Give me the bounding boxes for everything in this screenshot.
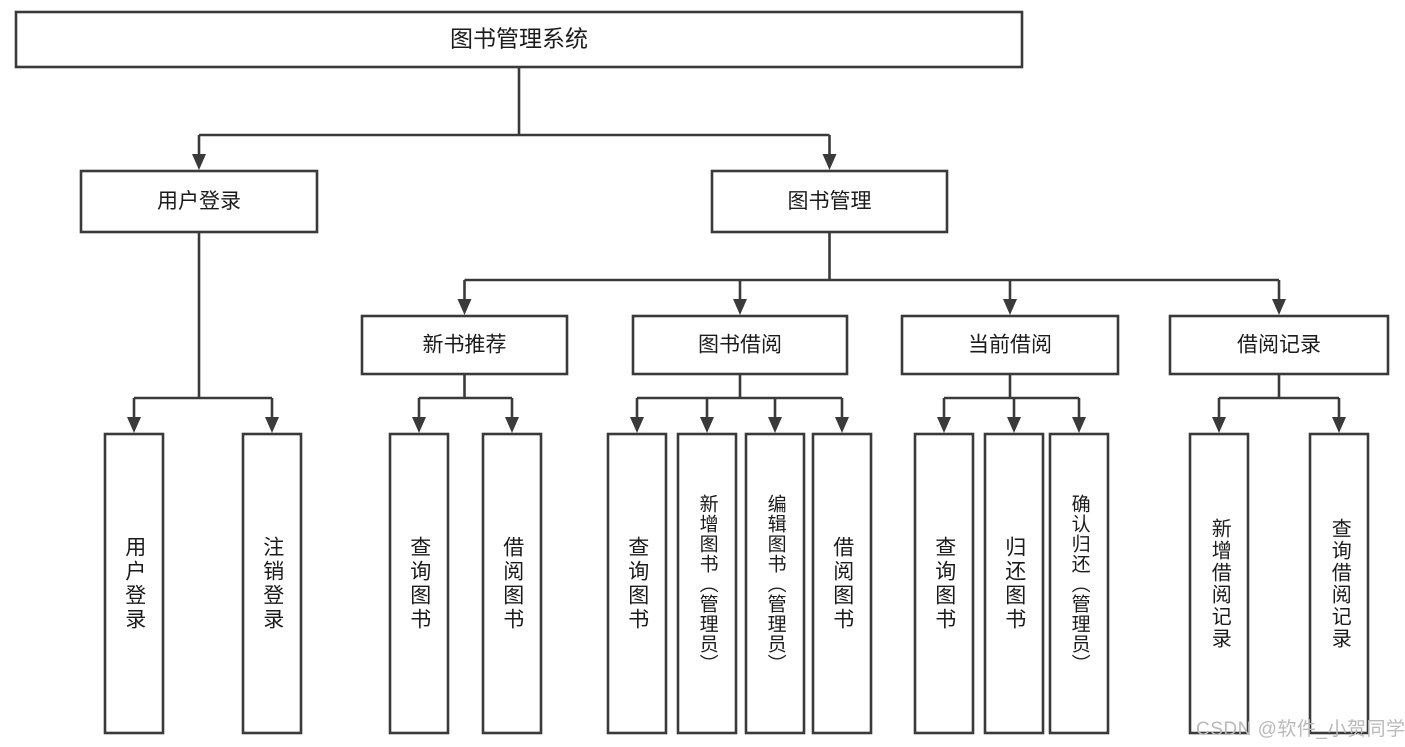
- leaf-box-新增图书管理员-5[interactable]: [676, 432, 738, 735]
- newbook-to-leaves-arrowhead-1: [505, 417, 519, 433]
- level3-label-当前借阅-2: 当前借阅: [968, 334, 1052, 357]
- records-to-leaves-arrowhead-1: [1332, 417, 1346, 433]
- connectors-layer: [127, 67, 1346, 433]
- watermark-text: CSDN @软件_小贺同学: [1196, 719, 1405, 740]
- leaf-box-查询借阅记录-12[interactable]: [1308, 432, 1370, 735]
- level3-label-图书借阅-1: 图书借阅: [698, 334, 782, 357]
- level3-box-图书借阅-1[interactable]: [631, 314, 849, 376]
- newbook-to-leaves-arrowhead-0: [412, 417, 426, 433]
- level2-box-图书管理-1[interactable]: [710, 169, 949, 234]
- level3-box-新书推荐-0[interactable]: [360, 314, 569, 376]
- bookmgmt-to-level3-arrowhead-1: [733, 299, 747, 315]
- records-to-leaves-arrowhead-0: [1212, 417, 1226, 433]
- borrow-to-leaves-arrowhead-0: [630, 417, 644, 433]
- level2-box-用户登录-0[interactable]: [79, 169, 319, 234]
- root-label-图书管理系统-0: 图书管理系统: [450, 26, 588, 52]
- level2-label-用户登录-0: 用户登录: [157, 190, 241, 213]
- level3-box-当前借阅-2[interactable]: [900, 314, 1120, 376]
- level2-label-图书管理-1: 图书管理: [788, 190, 872, 213]
- leaf-box-新增借阅记录-11[interactable]: [1188, 432, 1250, 735]
- borrow-to-leaves-arrowhead-1: [700, 417, 714, 433]
- borrow-to-leaves-arrowhead-2: [768, 417, 782, 433]
- current-to-leaves-arrowhead-1: [1007, 417, 1021, 433]
- current-to-leaves-arrowhead-0: [937, 417, 951, 433]
- root-to-level2-arrowhead-1: [822, 154, 837, 170]
- level3-label-借阅记录-3: 借阅记录: [1237, 334, 1321, 357]
- borrow-to-leaves-arrowhead-3: [835, 417, 849, 433]
- root-to-level2-arrowhead-0: [192, 154, 206, 170]
- bookmgmt-to-level3-arrowhead-0: [457, 299, 472, 315]
- leaf-box-确认归还管理员-10[interactable]: [1048, 432, 1110, 735]
- bookmgmt-to-level3-arrowhead-2: [1003, 299, 1017, 315]
- leaf-box-归还图书-9[interactable]: [983, 432, 1045, 735]
- leaf-box-编辑图书管理员-6[interactable]: [744, 432, 806, 735]
- bookmgmt-to-level3-arrowhead-3: [1272, 299, 1286, 315]
- level3-box-借阅记录-3[interactable]: [1168, 314, 1390, 376]
- leaf-box-查询图书-2[interactable]: [388, 432, 450, 735]
- current-to-leaves-arrowhead-2: [1072, 417, 1086, 433]
- leaf-box-借阅图书-3[interactable]: [481, 432, 543, 735]
- leaf-box-用户登录-0[interactable]: [103, 432, 165, 735]
- leaf-box-查询图书-4[interactable]: [606, 432, 668, 735]
- level3-label-新书推荐-0: 新书推荐: [423, 334, 507, 357]
- login-to-leaves-arrowhead-1: [265, 417, 279, 433]
- boxes-layer: [14, 10, 1390, 735]
- login-to-leaves-arrowhead-0: [127, 417, 141, 433]
- leaf-box-注销登录-1[interactable]: [241, 432, 303, 735]
- root-box-图书管理系统-0[interactable]: [14, 10, 1024, 69]
- leaf-box-查询图书-8[interactable]: [913, 432, 975, 735]
- leaf-box-借阅图书-7[interactable]: [811, 432, 873, 735]
